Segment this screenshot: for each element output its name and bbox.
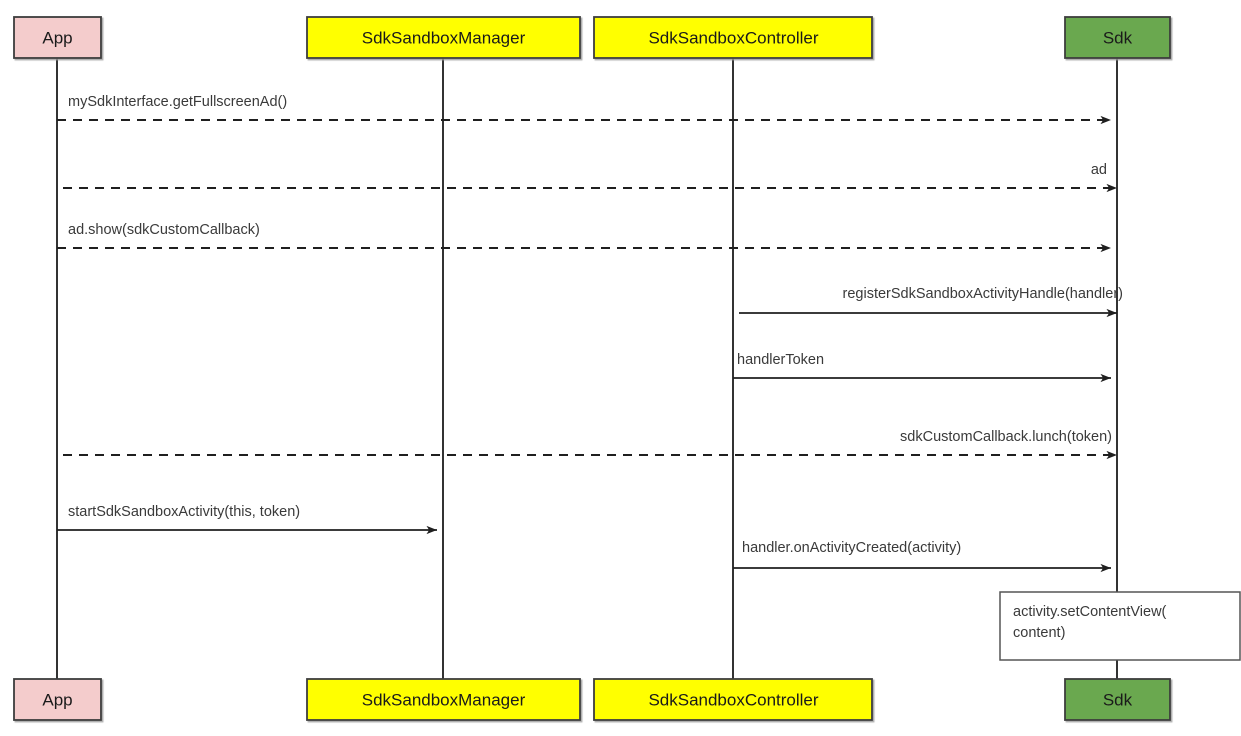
message-ad-show-sdk-custom-callback[interactable]: ad.show(sdkCustomCallback): [57, 222, 1111, 253]
participant-sdk-sandbox-controller-bottom[interactable]: SdkSandboxController: [593, 678, 873, 721]
message-label: registerSdkSandboxActivityHandle(handler…: [843, 286, 1123, 302]
note-set-content-view: activity.setContentView( content): [999, 591, 1241, 661]
participant-sdk-sandbox-manager-top[interactable]: SdkSandboxManager: [306, 16, 581, 59]
participant-headers-top: App SdkSandboxManager SdkSandboxControll…: [13, 16, 1171, 59]
message-handler-token[interactable]: handlerToken: [733, 352, 1111, 383]
message-label: handlerToken: [737, 352, 824, 368]
participant-box: [13, 678, 102, 721]
participant-box: [593, 16, 873, 59]
note-line-1: activity.setContentView(: [1013, 604, 1167, 620]
participant-sdk-sandbox-manager-bottom[interactable]: SdkSandboxManager: [306, 678, 581, 721]
message-label: ad.show(sdkCustomCallback): [68, 222, 260, 238]
message-ad-return[interactable]: ad: [63, 162, 1117, 193]
message-sdk-custom-callback-lunch[interactable]: sdkCustomCallback.lunch(token): [63, 429, 1117, 460]
message-register-sdk-sandbox-activity-handle[interactable]: registerSdkSandboxActivityHandle(handler…: [739, 286, 1123, 318]
message-label: mySdkInterface.getFullscreenAd(): [68, 94, 287, 110]
participant-headers-bottom: App SdkSandboxManager SdkSandboxControll…: [13, 678, 1171, 721]
participant-app-bottom[interactable]: App: [13, 678, 102, 721]
participant-box: [1064, 16, 1171, 59]
participant-label: SdkSandboxManager: [362, 28, 526, 47]
participant-sdk-top[interactable]: Sdk: [1064, 16, 1171, 59]
messages-group: mySdkInterface.getFullscreenAd() ad ad.s…: [57, 94, 1123, 573]
participant-box: [306, 16, 581, 59]
participant-label: App: [42, 28, 72, 47]
participant-label: SdkSandboxController: [648, 28, 818, 47]
participant-box: [306, 678, 581, 721]
participant-label: SdkSandboxManager: [362, 690, 526, 709]
participant-label: App: [42, 690, 72, 709]
participant-label: Sdk: [1103, 28, 1133, 47]
note-box: [999, 591, 1241, 661]
message-label: ad: [1091, 162, 1107, 178]
lifelines-group: [56, 58, 1118, 679]
participant-box: [13, 16, 102, 59]
message-handler-on-activity-created[interactable]: handler.onActivityCreated(activity): [733, 540, 1111, 573]
participant-app-top[interactable]: App: [13, 16, 102, 59]
message-label: startSdkSandboxActivity(this, token): [68, 504, 300, 520]
participant-box: [1064, 678, 1171, 721]
message-start-sdk-sandbox-activity[interactable]: startSdkSandboxActivity(this, token): [57, 504, 437, 535]
participant-label: Sdk: [1103, 690, 1133, 709]
participant-label: SdkSandboxController: [648, 690, 818, 709]
message-label: handler.onActivityCreated(activity): [742, 540, 961, 556]
participant-sdk-sandbox-controller-top[interactable]: SdkSandboxController: [593, 16, 873, 59]
participant-sdk-bottom[interactable]: Sdk: [1064, 678, 1171, 721]
message-label: sdkCustomCallback.lunch(token): [900, 429, 1112, 445]
participant-box: [593, 678, 873, 721]
message-my-sdk-interface-get-fullscreen-ad[interactable]: mySdkInterface.getFullscreenAd(): [57, 94, 1111, 125]
note-line-2: content): [1013, 625, 1065, 641]
